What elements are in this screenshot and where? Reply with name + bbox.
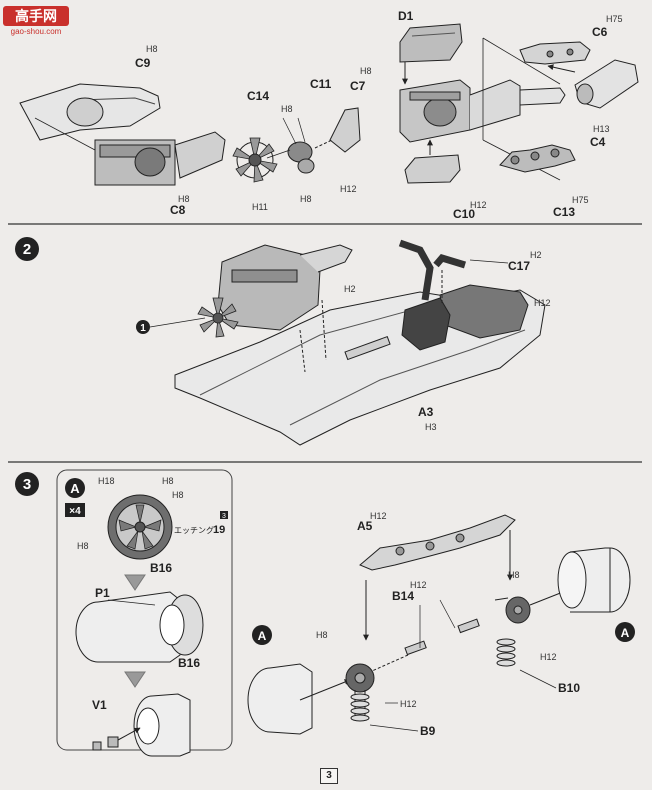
paint-marker: H12 [534,298,551,308]
paint-marker: H8 [316,630,328,640]
step-2-drawing: 2 1 [15,237,546,446]
part-label-a5: A5 [357,519,373,533]
step-number: 3 [23,476,31,493]
step-3-labels: H18 H8 H8 H8 エッチング 19 B16 P1 B16 V1 H12 … [77,476,580,738]
paint-marker: H2 [344,284,356,294]
paint-marker: H8 [281,104,293,114]
step-number: 2 [23,241,31,258]
part-label-c6: C6 [592,25,608,39]
paint-marker: H12 [540,652,557,662]
part-label-c17: C17 [508,259,530,273]
part-label-c11: C11 [310,77,332,91]
part-label-c7: C7 [350,79,366,93]
part-label-c13: C13 [553,205,575,219]
part-label-b14: B14 [392,589,414,603]
part-label-b9: B9 [420,724,436,738]
paint-marker: H8 [172,490,184,500]
step-number-badge [15,237,39,261]
paint-marker: H8 [178,194,190,204]
step-2-labels: H2 C17 H2 H12 A3 H3 [344,250,551,432]
watermark-url: gao-shou.com [11,27,62,36]
step-1-drawing [19,23,639,186]
paint-marker: H12 [370,511,387,521]
step-1-labels: H8 C9 C8 H8 C14 H11 C11 H8 H8 H12 H8 C7 … [135,9,623,221]
part-label-b16: B16 [150,561,172,575]
part-label-p1: P1 [95,586,110,600]
part-label-d1: D1 [398,9,414,23]
paint-marker: H12 [410,580,427,590]
paint-marker: H11 [252,202,268,212]
paint-marker: H13 [593,124,610,134]
paint-marker: H2 [530,250,542,260]
paint-marker: H8 [508,570,520,580]
paint-marker: H18 [98,476,115,486]
wheel-ref-left: A [258,629,267,643]
etching-sheet-badge: 3 [222,513,226,520]
part-label-c4: C4 [590,135,606,149]
step-number-badge [15,472,39,496]
paint-marker: H8 [360,66,372,76]
part-label-a3: A3 [418,405,434,419]
watermark-logo: 高手网 gao-shou.com [3,6,69,36]
wheel-ref-right: A [621,626,630,640]
etching-number: 19 [213,524,225,536]
engine-ref-badge [136,320,150,334]
paint-marker: H8 [300,194,312,204]
part-label-v1: V1 [92,698,107,712]
paint-marker: H8 [77,541,89,551]
paint-marker: H12 [470,200,487,210]
paint-marker: H12 [340,184,357,194]
page-number: 3 [320,768,338,784]
watermark-title: 高手网 [15,8,57,24]
wheel-ref-letter: A [70,481,80,496]
wheel-ref-badge [65,478,85,498]
part-label-b10: B10 [558,681,580,695]
paint-marker: H75 [606,14,623,24]
part-label-c10: C10 [453,207,475,221]
assembly-line [34,117,96,151]
paint-marker: H8 [146,44,158,54]
part-label-b16-2: B16 [178,656,200,670]
paint-marker: H12 [400,699,417,709]
part-label-c14: C14 [247,89,269,103]
paint-marker: H75 [572,195,589,205]
paint-marker: H8 [162,476,174,486]
step-3-drawing: 3 A ×4 3 [15,469,635,757]
etching-label: エッチング [174,525,214,535]
paint-marker: H3 [425,422,437,432]
engine-ref-number: 1 [140,323,146,334]
part-label-c8: C8 [170,203,186,217]
part-label-c9: C9 [135,56,151,70]
quantity-label: ×4 [69,506,81,517]
